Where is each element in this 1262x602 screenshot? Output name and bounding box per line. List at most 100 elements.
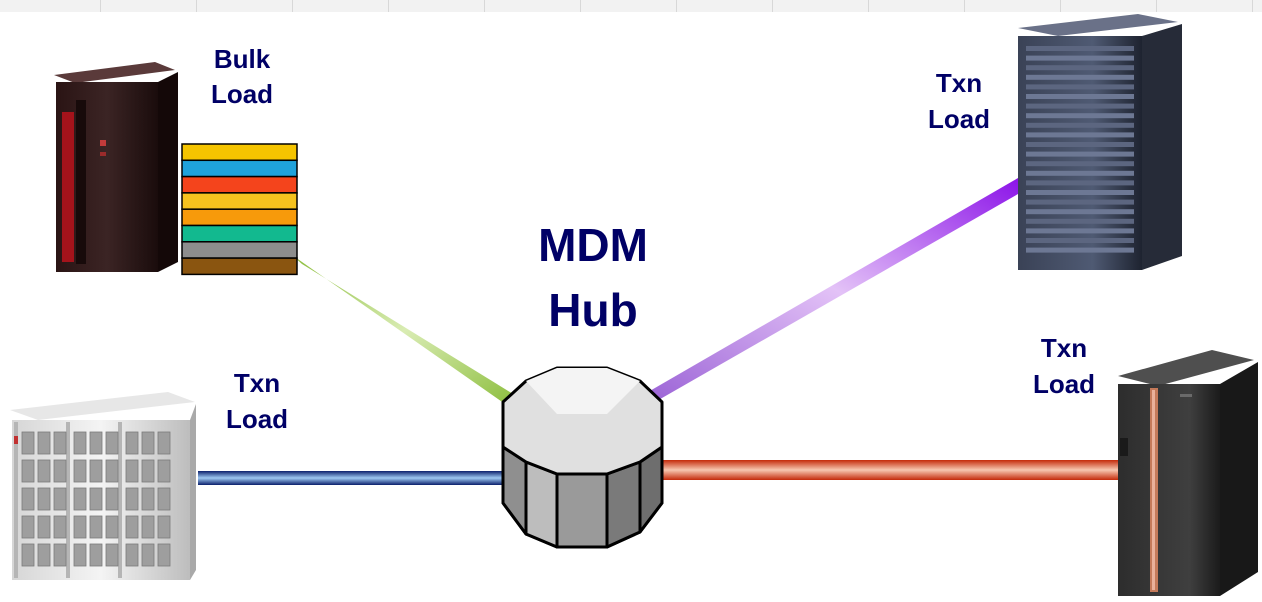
bulk-stack-layer [181,175,298,194]
mdm-hub-title-line2: Hub [548,284,637,336]
bulk-load-label-line2: Load [211,79,273,109]
cabinet-vent [89,487,103,511]
header-strip-tick [196,0,197,12]
rack-slot [1026,84,1134,90]
rack-slot [1026,199,1134,205]
bulk-stack-layer [181,257,298,276]
cabinet-vent [125,543,139,567]
cabinet-vent [73,459,87,483]
mdm-hub-title-line1: MDM [538,219,648,271]
cabinet-vent [157,431,171,455]
rack-slot [1026,247,1134,253]
cabinet-vent [53,459,67,483]
txn-load-top-right-link [648,178,1025,402]
rack-slot [1026,218,1134,224]
rack-slot [1026,170,1134,176]
bulk-stack-layer [181,208,298,227]
rack-slot [1026,103,1134,109]
header-strip-tick [964,0,965,12]
rack-slot [1026,228,1134,234]
mdm-hub-cylinder-icon [501,366,664,549]
cabinet-vent [125,515,139,539]
cabinet-vent-grid [21,431,171,567]
storage-cabinet-icon [10,392,196,580]
rack-slot [1026,161,1134,167]
cabinet-vent [125,459,139,483]
rack-slot [1026,46,1134,51]
cabinet-vent [89,515,103,539]
header-strip-tick [100,0,101,12]
cabinet-vent [89,459,103,483]
cabinet-vent [157,459,171,483]
cabinet-vent [73,487,87,511]
cabinet-vent [53,515,67,539]
cabinet-vent [21,487,35,511]
bulk-load-link [292,255,518,406]
cabinet-vent [21,515,35,539]
header-strip-ticks [100,0,1253,12]
cabinet-vent [141,515,155,539]
cabinet-vent [105,543,119,567]
cabinet-vent [105,487,119,511]
cabinet-vent [105,431,119,455]
bulk-data-stack [181,143,298,276]
cabinet-vent [141,487,155,511]
cabinet-vent [141,459,155,483]
header-strip-tick [1252,0,1253,12]
cabinet-vent [37,543,51,567]
txn-load-top-right-label-line1: Txn [936,68,982,98]
mainframe-server-icon [54,62,178,272]
rack-slot [1026,151,1134,157]
cabinet-vent [21,543,35,567]
txn-load-left-label-line1: Txn [234,368,280,398]
header-strip-tick [1060,0,1061,12]
bulk-stack-layer [181,224,298,243]
txn-load-top-right-label-line2: Load [928,104,990,134]
cabinet-vent [141,543,155,567]
header-strip-tick [868,0,869,12]
rack-slot [1026,142,1134,147]
rack-slot [1026,132,1134,138]
cabinet-vent [125,487,139,511]
rack-slot [1026,74,1134,80]
cabinet-vent [89,431,103,455]
rack-slot [1026,190,1134,195]
rack-slot [1026,65,1134,71]
cabinet-vent [37,515,51,539]
rack-server-icon [1018,14,1182,270]
cabinet-vent [37,487,51,511]
cabinet-vent [157,515,171,539]
cabinet-vent [89,543,103,567]
rack-slot [1026,113,1134,119]
header-strip-tick [772,0,773,12]
header-strip-tick [292,0,293,12]
header-strip-tick [1156,0,1157,12]
cabinet-vent [53,431,67,455]
cabinet-vent [125,431,139,455]
rack-server-slots [1026,46,1134,253]
bulk-stack-layer [181,192,298,210]
header-strip-tick [484,0,485,12]
rack-slot [1026,122,1134,128]
header-strip [0,0,1262,12]
cabinet-vent [21,459,35,483]
cabinet-vent [157,487,171,511]
cabinet-vent [53,487,67,511]
cabinet-vent [157,543,171,567]
bulk-load-label-line1: Bulk [214,44,271,74]
cabinet-vent [105,459,119,483]
bulk-stack-layer [181,241,298,259]
rack-slot [1026,238,1134,243]
rack-slot [1026,55,1134,61]
cabinet-vent [21,431,35,455]
txn-load-left-label-line2: Load [226,404,288,434]
cabinet-vent [73,543,87,567]
txn-load-left-link [198,471,502,485]
cabinet-vent [37,459,51,483]
txn-load-bottom-right-label-line1: Txn [1041,333,1087,363]
cabinet-vent [105,515,119,539]
rack-slot [1026,94,1134,99]
header-strip-tick [676,0,677,12]
bulk-stack-layer [181,143,298,162]
